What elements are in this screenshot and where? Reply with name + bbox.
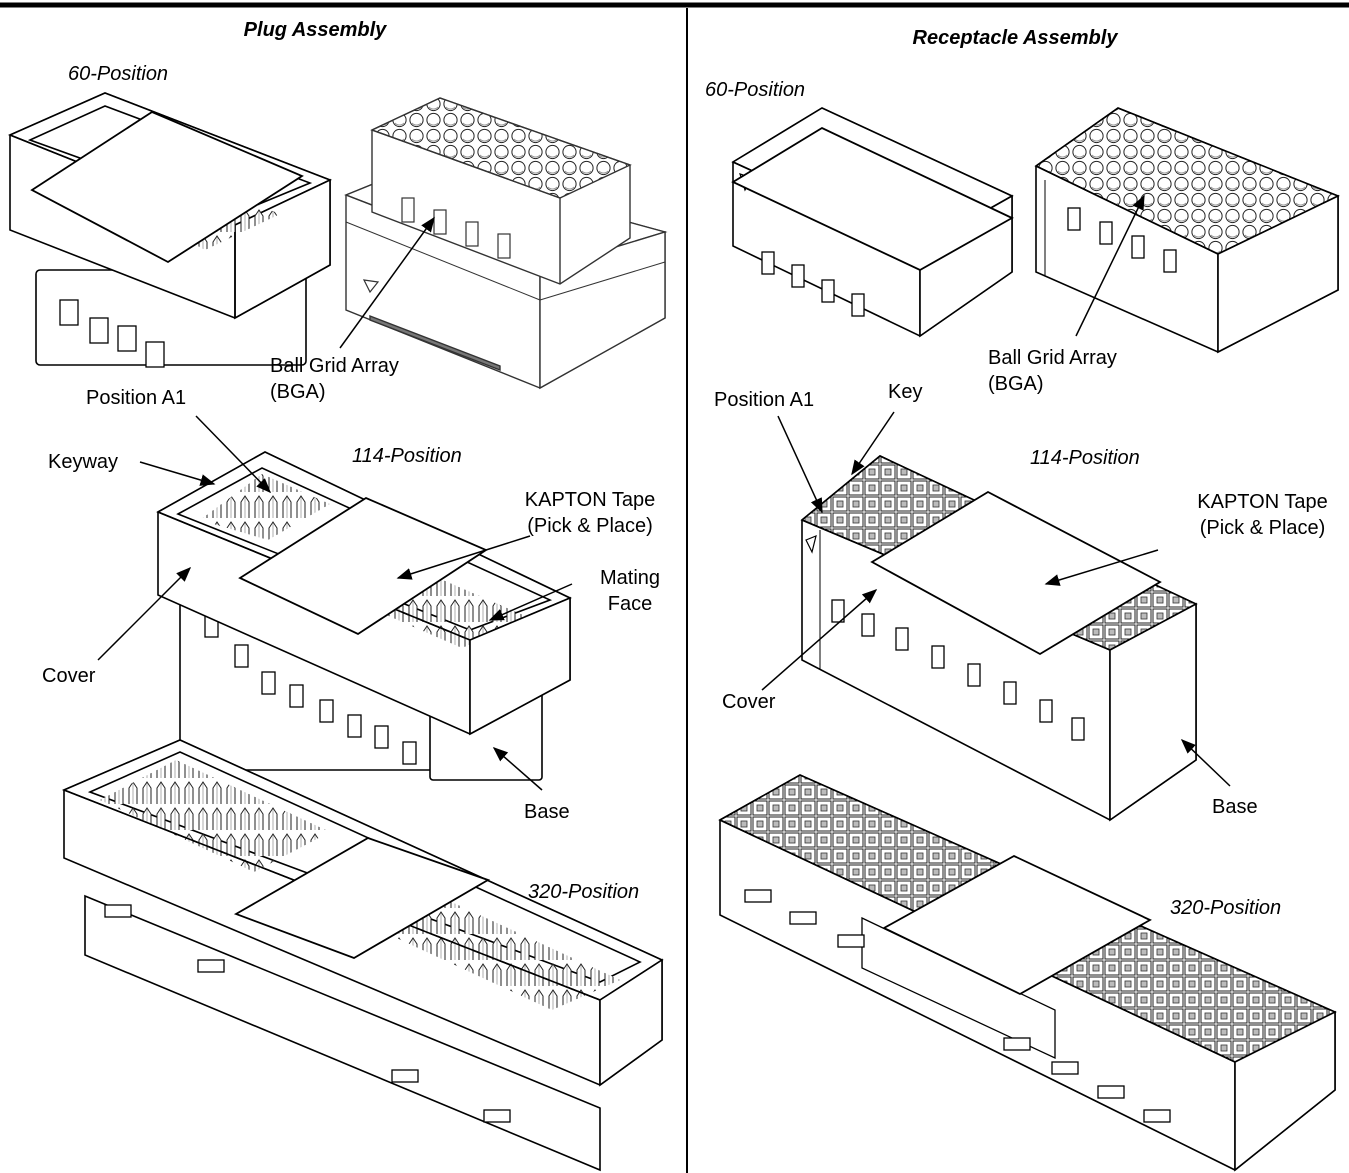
receptacle-114-position-label: 114-Position <box>1030 447 1140 469</box>
plug-position-a1-leader <box>195 415 272 494</box>
plug-keyway-label: Keyway <box>48 451 119 473</box>
receptacle-base-label: Base <box>1212 796 1258 818</box>
plug-cover-label: Cover <box>42 665 96 687</box>
plug-mating-face-label-line1: Mating <box>599 567 661 589</box>
receptacle-60-bga-drawing <box>1034 107 1340 354</box>
receptacle-320-drawing <box>718 774 1337 1172</box>
receptacle-320-position-label: 320-Position <box>1170 897 1282 919</box>
plug-320-drawing <box>61 739 664 1172</box>
plug-base-label: Base <box>524 801 570 823</box>
receptacle-position-a1-label: Position A1 <box>714 389 815 411</box>
plug-60-position-label: 60-Position <box>68 63 169 85</box>
receptacle-60-position-label: 60-Position <box>705 79 806 101</box>
receptacle-cover-leader <box>761 589 878 691</box>
receptacle-cover-label: Cover <box>722 691 776 713</box>
plug-leaders <box>97 216 573 791</box>
plug-bga-label-line2: (BGA) <box>270 381 326 403</box>
receptacle-leaders <box>761 194 1231 787</box>
receptacle-assembly-title: Receptacle Assembly <box>912 27 1118 49</box>
receptacle-kapton-leader <box>1044 549 1159 586</box>
receptacle-114-drawing <box>800 455 1198 822</box>
plug-114-drawing <box>156 451 572 781</box>
plug-kapton-label-line1: KAPTON Tape <box>524 489 656 511</box>
receptacle-base-leader <box>1180 738 1231 787</box>
receptacle-key-leader <box>851 411 895 476</box>
plug-base-leader <box>492 747 543 791</box>
plug-mating-face-label-line2: Face <box>607 593 653 615</box>
plug-bga-label-line1: Ball Grid Array <box>270 355 399 377</box>
receptacle-kapton-label-line1: KAPTON Tape <box>1197 491 1328 513</box>
receptacle-key-label: Key <box>888 381 923 403</box>
plug-position-a1-label: Position A1 <box>86 387 187 409</box>
plug-bga-leader <box>339 216 435 349</box>
plug-320-position-label: 320-Position <box>528 881 640 903</box>
receptacle-bga-label-line1: Ball Grid Array <box>988 347 1117 369</box>
plug-keyway-leader <box>139 461 216 486</box>
plug-kapton-leader <box>396 535 531 580</box>
plug-114-position-label: 114-Position <box>352 445 462 467</box>
plug-kapton-label-line2: (Pick & Place) <box>527 515 653 537</box>
plug-60-lidded-drawing <box>7 92 333 368</box>
plug-mating-face-leader <box>488 583 573 621</box>
receptacle-60-lidded-drawing <box>731 107 1014 338</box>
plug-assembly-title: Plug Assembly <box>243 19 387 41</box>
receptacle-bga-label-line2: (BGA) <box>988 373 1044 395</box>
receptacle-kapton-label-line2: (Pick & Place) <box>1199 517 1326 539</box>
receptacle-position-a1-leader <box>777 415 823 514</box>
plug-cover-leader <box>97 566 192 661</box>
receptacle-bga-leader <box>1075 194 1145 337</box>
